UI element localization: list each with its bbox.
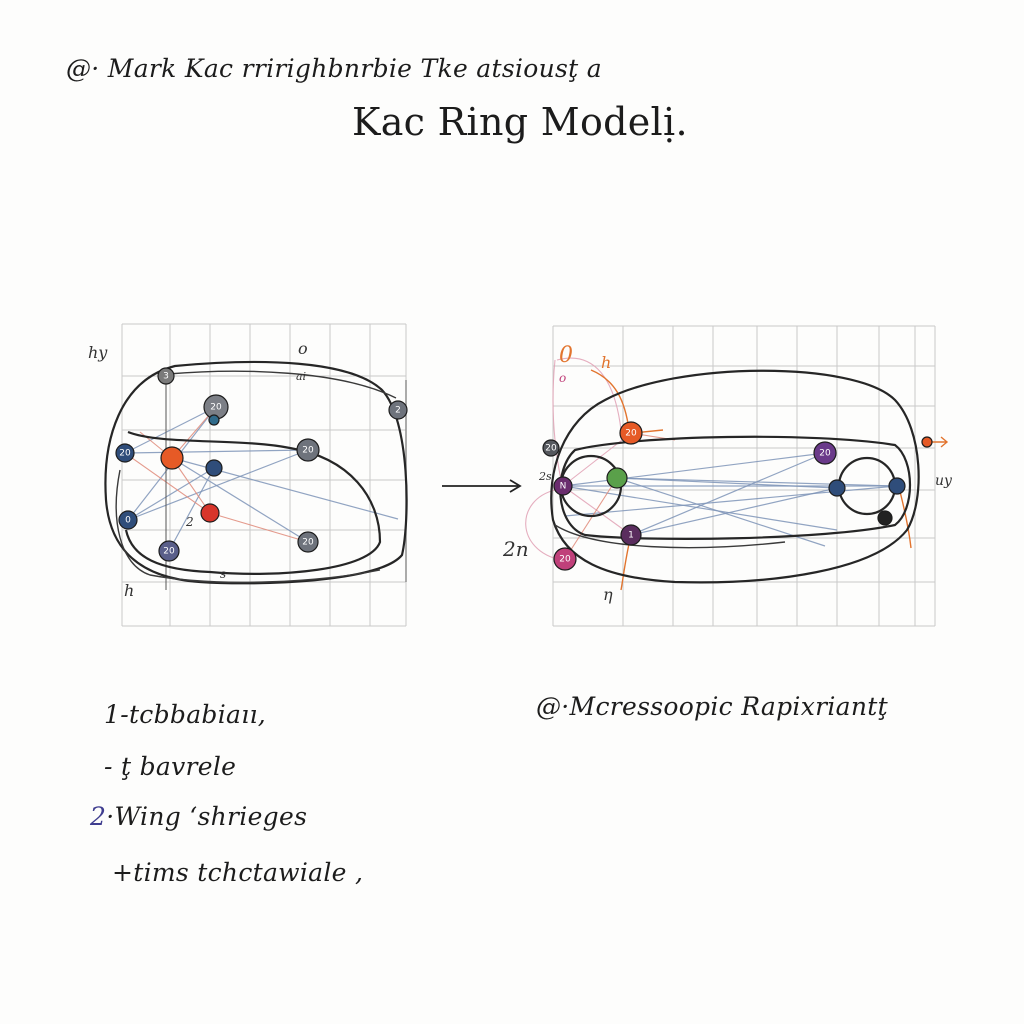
left-node-10 bbox=[297, 531, 319, 553]
left-node-1 bbox=[157, 367, 175, 385]
left-node-9 bbox=[158, 540, 180, 562]
left-node-7 bbox=[200, 503, 220, 523]
right-node-label-2: 20 bbox=[819, 449, 831, 459]
left-label-top-mid-small: ai bbox=[296, 370, 306, 383]
left-label-top-left: hy bbox=[88, 343, 108, 362]
right-node-label-8: 1 bbox=[628, 531, 634, 541]
left-node-12 bbox=[388, 400, 408, 420]
left-node-label-1: 3 bbox=[163, 372, 169, 382]
left-ring-diagram: 3 20 20 20 0 20 20 2 hy h o ai 2 s bbox=[88, 323, 408, 627]
left-node-label-12: 2 bbox=[395, 406, 401, 416]
left-node-11 bbox=[208, 414, 220, 426]
right-label-left: 2n bbox=[502, 537, 529, 561]
right-label-bottom: η bbox=[603, 585, 613, 604]
right-caption: @·Mcressoopic Rapixriantţ bbox=[536, 692, 888, 721]
transition-arrow bbox=[442, 479, 522, 493]
right-node-6 bbox=[828, 479, 846, 497]
right-node-10 bbox=[921, 436, 933, 448]
right-label-top-c: o bbox=[559, 371, 566, 385]
right-node-label-3: 20 bbox=[545, 444, 557, 454]
right-label-top-b: h bbox=[601, 353, 611, 372]
page-title: Kac Ring Modelị. bbox=[352, 100, 688, 144]
left-node-5 bbox=[160, 446, 184, 470]
right-node-8 bbox=[620, 524, 642, 546]
right-label-right: uy bbox=[935, 473, 953, 489]
right-node-9 bbox=[553, 547, 577, 571]
header-note: @· Mark Kac rririghbnrbie Tke atsiousţ a bbox=[66, 54, 602, 83]
left-inner-label-b: s bbox=[220, 567, 226, 581]
left-node-label-8: 0 bbox=[125, 516, 131, 526]
note-4: +tims tchctawiale , bbox=[112, 858, 364, 887]
right-node-label-9: 20 bbox=[559, 555, 571, 565]
left-interaction-lines bbox=[124, 376, 407, 590]
left-node-label-3: 20 bbox=[302, 446, 314, 456]
left-node-label-9: 20 bbox=[163, 547, 175, 557]
right-label-top-a: 0 bbox=[559, 343, 573, 368]
left-node-label-10: 20 bbox=[302, 538, 314, 548]
left-node-4 bbox=[115, 443, 135, 463]
left-inner-label-a: 2 bbox=[185, 515, 194, 529]
right-inner-ring bbox=[559, 435, 912, 540]
note-3: 2·Wing ʻshrieges bbox=[90, 802, 307, 831]
right-node-5 bbox=[606, 467, 628, 489]
right-node-label-1: 20 bbox=[625, 429, 637, 439]
left-inner-ring bbox=[124, 430, 382, 575]
left-label-bottom-left: h bbox=[124, 581, 134, 600]
left-node-label-2: 20 bbox=[210, 403, 222, 413]
right-node-7 bbox=[888, 477, 906, 495]
note-3-number: 2 bbox=[90, 802, 107, 831]
right-label-left-small: 2s bbox=[538, 470, 552, 483]
right-node-3 bbox=[542, 439, 560, 457]
right-node-2 bbox=[813, 441, 837, 465]
right-node-4 bbox=[553, 476, 573, 496]
left-label-top-mid: o bbox=[298, 339, 308, 358]
right-outer-ring bbox=[550, 369, 920, 584]
note-2: - ţ bavrele bbox=[104, 752, 237, 781]
right-node-11 bbox=[877, 510, 893, 526]
left-node-8 bbox=[118, 510, 138, 530]
right-node-1 bbox=[619, 421, 643, 445]
right-node-label-4: N bbox=[560, 482, 567, 492]
left-node-6 bbox=[205, 459, 223, 477]
note-1: 1-tcbbabiaıı, bbox=[104, 700, 267, 729]
left-outer-ring bbox=[104, 360, 408, 585]
left-node-3 bbox=[296, 438, 320, 462]
note-3-text: ·Wing ʻshrieges bbox=[106, 802, 308, 831]
left-node-label-4: 20 bbox=[119, 449, 131, 459]
